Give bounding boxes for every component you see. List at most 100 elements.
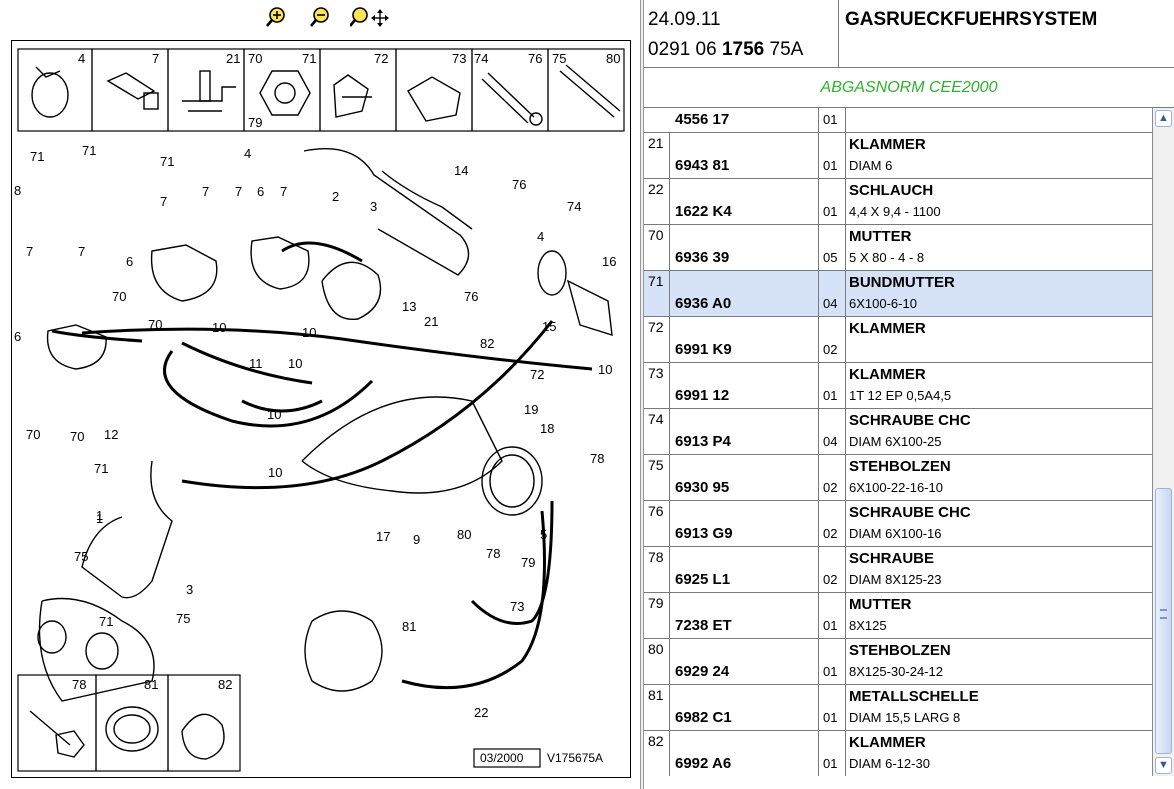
callout-label[interactable]: 76 xyxy=(512,177,526,192)
callout-label[interactable]: 10 xyxy=(212,320,226,335)
callout-label[interactable]: 11 xyxy=(249,356,263,371)
part-name: SCHRAUBE CHC xyxy=(849,412,971,429)
callout-label[interactable]: 2 xyxy=(332,189,339,204)
pane-divider[interactable] xyxy=(640,0,644,789)
callout-label[interactable]: 1 xyxy=(96,511,103,526)
callout-label[interactable]: 21 xyxy=(424,314,438,329)
zoom-in-button[interactable] xyxy=(266,6,292,28)
callout-label[interactable]: 75 xyxy=(176,611,190,626)
callout-label[interactable]: 7 xyxy=(202,184,209,199)
part-name: BUNDMUTTER xyxy=(849,274,955,291)
callout-label[interactable]: 19 xyxy=(524,402,538,417)
inset-label: 78 xyxy=(72,677,86,692)
callout-label[interactable]: 6 xyxy=(126,254,133,269)
callout-label[interactable]: 7 xyxy=(235,184,242,199)
vertical-scrollbar[interactable]: ▲ ▼ xyxy=(1153,108,1174,776)
callout-label[interactable]: 76 xyxy=(464,289,478,304)
callout-label[interactable]: 75 xyxy=(74,549,88,564)
callout-label[interactable]: 17 xyxy=(376,529,390,544)
callout-label[interactable]: 70 xyxy=(26,427,40,442)
callout-label[interactable]: 16 xyxy=(602,254,616,269)
callout-label[interactable]: 82 xyxy=(480,336,494,351)
scroll-down-button[interactable]: ▼ xyxy=(1155,757,1172,774)
callout-label[interactable]: 22 xyxy=(474,705,488,720)
callout-label[interactable]: 78 xyxy=(590,451,604,466)
cell-pos: 73 xyxy=(644,363,670,408)
callout-label[interactable]: 7 xyxy=(78,244,85,259)
callout-label[interactable]: 70 xyxy=(148,317,162,332)
callout-label[interactable]: 1 xyxy=(96,508,103,523)
cell-ref: 6913 P4 xyxy=(670,409,819,454)
zoom-out-button[interactable] xyxy=(310,6,336,28)
callout-label[interactable]: 70 xyxy=(112,289,126,304)
callout-label[interactable]: 71 xyxy=(30,149,44,164)
callout-label[interactable]: 81 xyxy=(402,619,416,634)
callout-label[interactable]: 74 xyxy=(567,199,581,214)
callout-label[interactable]: 9 xyxy=(413,532,420,547)
scroll-up-button[interactable]: ▲ xyxy=(1155,110,1172,127)
part-reference: 6982 C1 xyxy=(675,709,732,726)
callout-label[interactable]: 80 xyxy=(457,527,471,542)
inset-label: 75 xyxy=(552,51,566,66)
callout-label[interactable]: 12 xyxy=(104,427,118,442)
callout-label[interactable]: 70 xyxy=(70,429,84,444)
callout-label[interactable]: 6 xyxy=(14,329,21,344)
part-reference: 6943 81 xyxy=(675,157,730,174)
callout-label[interactable]: 10 xyxy=(598,362,612,377)
callout-label[interactable]: 5 xyxy=(540,527,547,542)
part-quantity: 04 xyxy=(823,434,838,449)
callout-label[interactable]: 3 xyxy=(370,199,377,214)
part-quantity: 02 xyxy=(823,526,838,541)
callout-label[interactable]: 78 xyxy=(486,546,500,561)
callout-label[interactable]: 8 xyxy=(14,183,21,198)
cell-qty: 04 xyxy=(819,409,846,454)
callout-label[interactable]: 71 xyxy=(94,461,108,476)
callout-label[interactable]: 7 xyxy=(26,244,33,259)
cell-ref: 7238 ET xyxy=(670,593,819,638)
callout-label[interactable]: 13 xyxy=(402,299,416,314)
cell-qty: 01 xyxy=(819,731,846,776)
callout-label[interactable]: 10 xyxy=(288,356,302,371)
callout-label[interactable]: 4 xyxy=(537,229,544,244)
callout-label[interactable]: 71 xyxy=(99,614,113,629)
callout-label[interactable]: 72 xyxy=(530,367,544,382)
zoom-pan-button[interactable] xyxy=(349,6,390,28)
callout-label[interactable]: 73 xyxy=(510,599,524,614)
callout-label[interactable]: 10 xyxy=(302,325,316,340)
callout-label[interactable]: 6 xyxy=(257,184,264,199)
cell-desc: KLAMMER xyxy=(846,317,1152,362)
callout-label[interactable]: 71 xyxy=(82,143,96,158)
callout-label[interactable]: 4 xyxy=(244,146,251,161)
callout-label[interactable]: 14 xyxy=(454,163,468,178)
callout-label[interactable]: 71 xyxy=(160,154,174,169)
scroll-thumb[interactable] xyxy=(1155,488,1172,754)
callout-label[interactable]: 10 xyxy=(267,407,281,422)
part-name: SCHRAUBE CHC xyxy=(849,504,971,521)
callout-label[interactable]: 15 xyxy=(542,319,556,334)
callout-label[interactable]: 79 xyxy=(521,555,535,570)
callout-label[interactable]: 7 xyxy=(160,194,167,209)
callout-label[interactable]: 18 xyxy=(540,421,554,436)
callout-label[interactable]: 10 xyxy=(268,465,282,480)
callout-label[interactable]: 3 xyxy=(186,582,193,597)
callout-label[interactable]: 7 xyxy=(280,184,287,199)
